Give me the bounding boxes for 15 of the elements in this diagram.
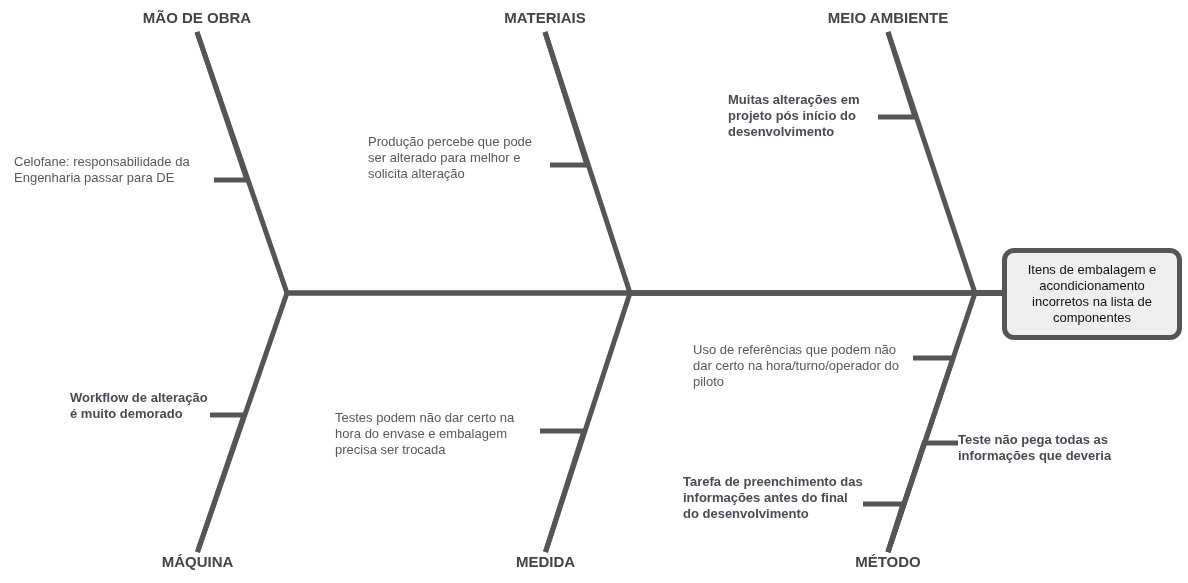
cause-text: Muitas alterações em projeto pós início do desenvolvimento <box>728 92 878 144</box>
cause-text: Teste não pega todas as informações que deveria <box>958 432 1138 468</box>
category-label: MATERIAIS <box>480 8 610 32</box>
category-label: MÃO DE OBRA <box>127 8 267 32</box>
category-label: MÉTODO <box>828 552 948 576</box>
cause-text: Testes podem não dar certo na hora do envase e embalagem precisa ser trocada <box>335 410 540 462</box>
effect-box: Itens de embalagem e acondicionamento incorretos na lista de componentes <box>1002 248 1182 340</box>
cause-text: Uso de referências que podem não dar certo na hora/turno/operador do piloto <box>693 342 913 394</box>
cause-text: Workflow de alteração é muito demorado <box>70 390 210 426</box>
category-label: MEDIDA <box>488 552 603 576</box>
cause-text: Produção percebe que pode ser alterado para melhor e solicita alteração <box>368 134 550 186</box>
cause-text: Celofane: responsabilidade da Engenharia passar para DE <box>14 154 214 190</box>
category-label: MÁQUINA <box>140 552 255 576</box>
category-label: MEIO AMBIENTE <box>813 8 963 32</box>
cause-text: Tarefa de preenchimento das informações antes do final do desenvolvimento <box>683 474 863 526</box>
